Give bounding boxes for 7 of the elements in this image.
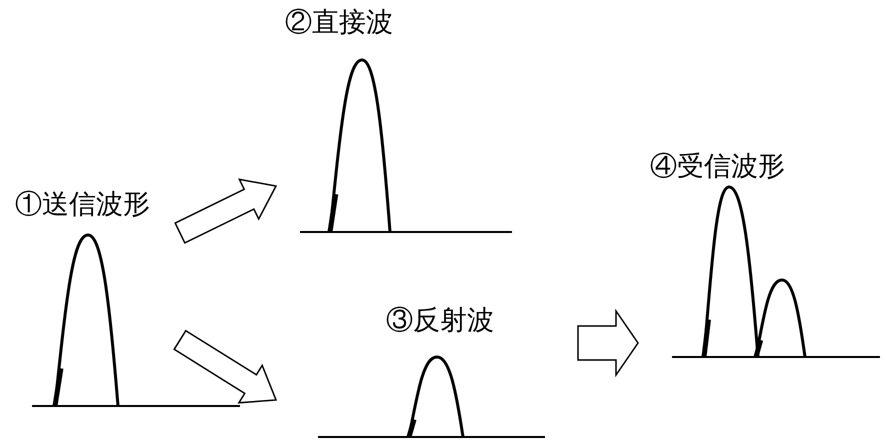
waveform-heading: ①送信波形	[15, 188, 150, 222]
waveform-heading: ④受信波形	[650, 150, 785, 184]
block-arrow	[174, 178, 278, 244]
block-arrow	[577, 308, 639, 378]
block-arrow	[173, 330, 278, 404]
waveform-heading: ②直接波	[285, 6, 393, 40]
waveform-heading: ③反射波	[386, 304, 494, 338]
